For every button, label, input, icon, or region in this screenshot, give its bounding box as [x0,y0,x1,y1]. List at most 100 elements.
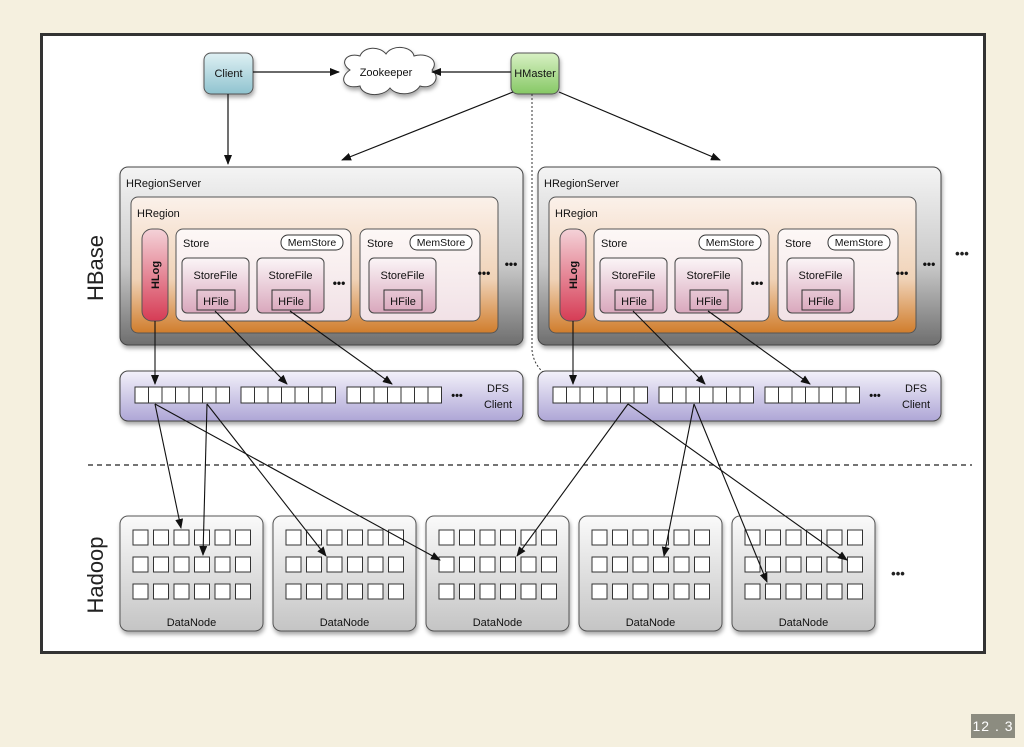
storage-block [744,583,761,600]
storage-block [388,583,404,600]
hfile-label: HFile [203,296,229,308]
storage-block [541,529,557,546]
hdfs-block [712,386,727,404]
storage-block [765,556,781,573]
storage-block [785,556,802,573]
hdfs-block [134,386,149,404]
storage-block [500,529,516,546]
hregionserver-title: HRegionServer [544,178,620,190]
client-label: Client [214,68,242,80]
datanode: DataNode [578,515,723,632]
memstore-label: MemStore [706,237,755,249]
hdfs-block-group [658,386,754,404]
datanode: DataNode [272,515,417,632]
storage-block [612,556,628,573]
store-label: Store [601,238,627,250]
storefile-label: StoreFile [611,270,655,282]
storage-block [214,529,231,546]
storage-block [153,556,169,573]
hdfs-block [148,386,163,404]
hfile-label: HFile [621,296,647,308]
storage-block [214,583,231,600]
storage-block [132,529,149,546]
hdfs-block [414,386,429,404]
storage-block [765,529,781,546]
hmaster-node: HMaster [510,52,560,95]
storage-block [500,583,516,600]
hdfs-block [739,386,754,404]
datanode: DataNode [119,515,264,632]
storage-block [806,583,822,600]
zookeeper-label: Zookeeper [360,67,413,79]
storage-block [388,556,404,573]
hdfs-block-group [552,386,648,404]
storage-block [326,556,343,573]
storage-block [653,529,669,546]
storage-block [520,529,537,546]
datanode-label: DataNode [473,617,523,629]
storage-block [653,583,669,600]
arrow-hmaster-to-dfs-dotted [531,94,556,381]
hdfs-block [726,386,741,404]
storage-block [132,556,149,573]
hregion-title: HRegion [555,208,598,220]
hdfs-block [294,386,309,404]
hdfs-block [188,386,203,404]
storage-block [694,556,710,573]
storage-block [347,556,363,573]
more-stores-ellipsis: ••• [478,266,491,280]
storage-block [132,583,149,600]
storage-block [612,529,628,546]
storage-block [826,556,843,573]
hdfs-block [202,386,217,404]
hdfs-block [552,386,567,404]
hdfs-block [845,386,860,404]
hdfs-block [267,386,282,404]
hdfs-block [387,386,402,404]
hdfs-block [215,386,230,404]
hdfs-block [175,386,190,404]
datanode-label: DataNode [779,617,829,629]
arrow-hfile-to-dfs [707,310,811,385]
storage-block [479,556,496,573]
storage-block [632,583,649,600]
arrow-block-to-datanode [693,403,768,583]
storage-block [326,583,343,600]
arrow-block-to-datanode [516,403,629,557]
memstore [827,234,891,251]
datanode-label: DataNode [626,617,676,629]
hdfs-block-group [346,386,442,404]
hfile-label: HFile [696,296,722,308]
hdfs-block [633,386,648,404]
more-stores-ellipsis: ••• [896,266,909,280]
more-blocks-ellipsis: ••• [451,390,463,402]
arrow-block-to-datanode [206,403,327,557]
hdfs-block-group [134,386,230,404]
storage-block [806,556,822,573]
storage-block [367,556,384,573]
arrow-block-to-datanode [661,403,695,557]
memstore [280,234,344,251]
hdfs-block [764,386,779,404]
memstore [698,234,762,251]
storage-block [673,556,690,573]
storefile-label: StoreFile [686,270,730,282]
storage-block [459,556,475,573]
storage-block [214,556,231,573]
more-regions-ellipsis: ••• [505,257,518,271]
storage-block [459,583,475,600]
hdfs-block [620,386,635,404]
arrow-hfile-to-dfs [632,310,706,385]
storage-block [306,556,322,573]
hlog: HLog [141,228,169,322]
dfs-client-label-line1: DFS [905,383,927,395]
storage-block [367,529,384,546]
